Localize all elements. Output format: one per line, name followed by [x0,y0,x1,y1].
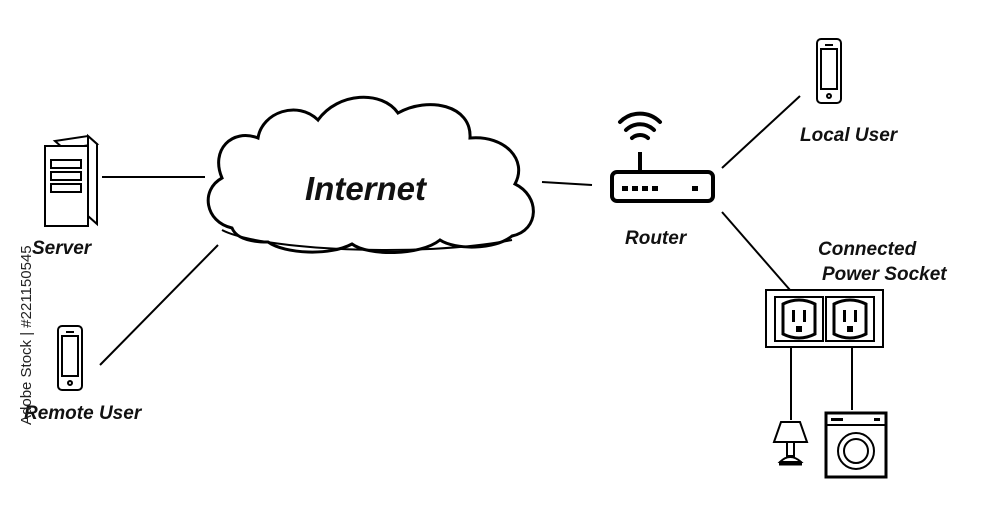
power-socket-icon [765,289,884,348]
server-label: Server [32,238,92,259]
washing-machine-icon [824,411,888,479]
phone-icon [816,38,842,104]
router-icon [610,152,715,203]
router-local-user-link [721,95,801,169]
internet-label: Internet [305,170,427,207]
router-label: Router [625,228,687,249]
router-socket-link [721,211,791,291]
power-socket-label-line1: Connected [818,239,917,260]
remote-user-label: Remote User [24,403,142,424]
server-icon [44,133,100,227]
lamp-icon [772,421,809,466]
internet-router-link [541,181,593,186]
power-socket-label-line2: Power Socket [822,264,947,285]
local-user-label: Local User [800,125,898,146]
internet-cloud [206,95,535,254]
wifi-icon [618,111,662,140]
watermark-text: Adobe Stock | #221150545 [18,245,35,425]
phone-icon [57,325,83,391]
remote-user-internet-link [99,244,219,366]
